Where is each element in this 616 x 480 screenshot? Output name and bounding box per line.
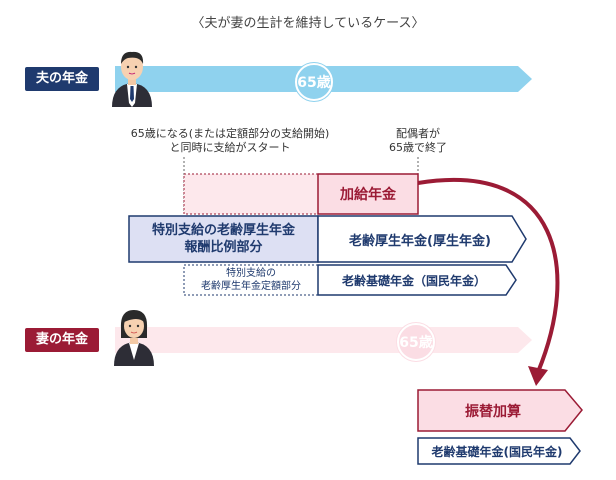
wife-age-marker: 65歳 — [397, 323, 435, 361]
husband-kiso-label: 老齢基礎年金（国民年金） — [341, 273, 486, 288]
husband-pension-tag: 夫の年金 — [25, 67, 99, 91]
furikae-arrow-box — [417, 389, 583, 432]
special-teigaku-line-2: 老齢厚生年金定額部分 — [201, 281, 301, 292]
kosei-label: 老齢厚生年金(厚生年金) — [349, 233, 491, 249]
special-hirei-label: 特別支給の老齢厚生年金 報酬比例部分 — [129, 216, 318, 262]
diagram-title: 〈夫が妻の生計を維持しているケース〉 — [191, 16, 425, 31]
transfer-curve-arrow — [417, 177, 560, 373]
kakyu-label: 加給年金 — [340, 187, 396, 203]
husband-age-marker: 65歳 — [295, 63, 333, 101]
special-teigaku-label: 特別支給の 老齢厚生年金定額部分 — [184, 265, 318, 295]
husband-avatar — [112, 51, 152, 107]
wife-timeline-arrow — [115, 327, 532, 353]
special-teigaku-line-1: 特別支給の — [226, 268, 276, 279]
end-note: 配偶者が 65歳で終了 — [372, 127, 464, 155]
start-note: 65歳になる(または定額部分の支給開始) と同時に支給がスタート — [110, 127, 350, 155]
start-note-line-1: 65歳になる(または定額部分の支給開始) — [130, 127, 330, 140]
special-hirei-line-2: 報酬比例部分 — [184, 240, 263, 255]
special-hirei-box — [128, 215, 319, 263]
wife-pension-tag: 妻の年金 — [25, 328, 99, 352]
kakyu-dotted-area — [183, 173, 319, 215]
special-hirei-line-1: 特別支給の老齢厚生年金 — [151, 223, 295, 238]
end-note-line-1: 配偶者が — [396, 127, 440, 140]
transfer-arrowhead — [528, 366, 548, 386]
furikae-label: 振替加算 — [465, 403, 521, 420]
end-note-line-2: 65歳で終了 — [389, 141, 447, 154]
kakyu-solid-area — [317, 173, 419, 215]
kosei-arrow-box — [317, 215, 527, 263]
wife-kiso-arrow-box — [417, 437, 581, 465]
wife-kiso-label: 老齢基礎年金(国民年金) — [431, 444, 563, 459]
husband-kiso-arrow-box — [317, 264, 517, 296]
start-note-line-2: と同時に支給がスタート — [169, 141, 291, 154]
wife-avatar — [114, 310, 154, 366]
